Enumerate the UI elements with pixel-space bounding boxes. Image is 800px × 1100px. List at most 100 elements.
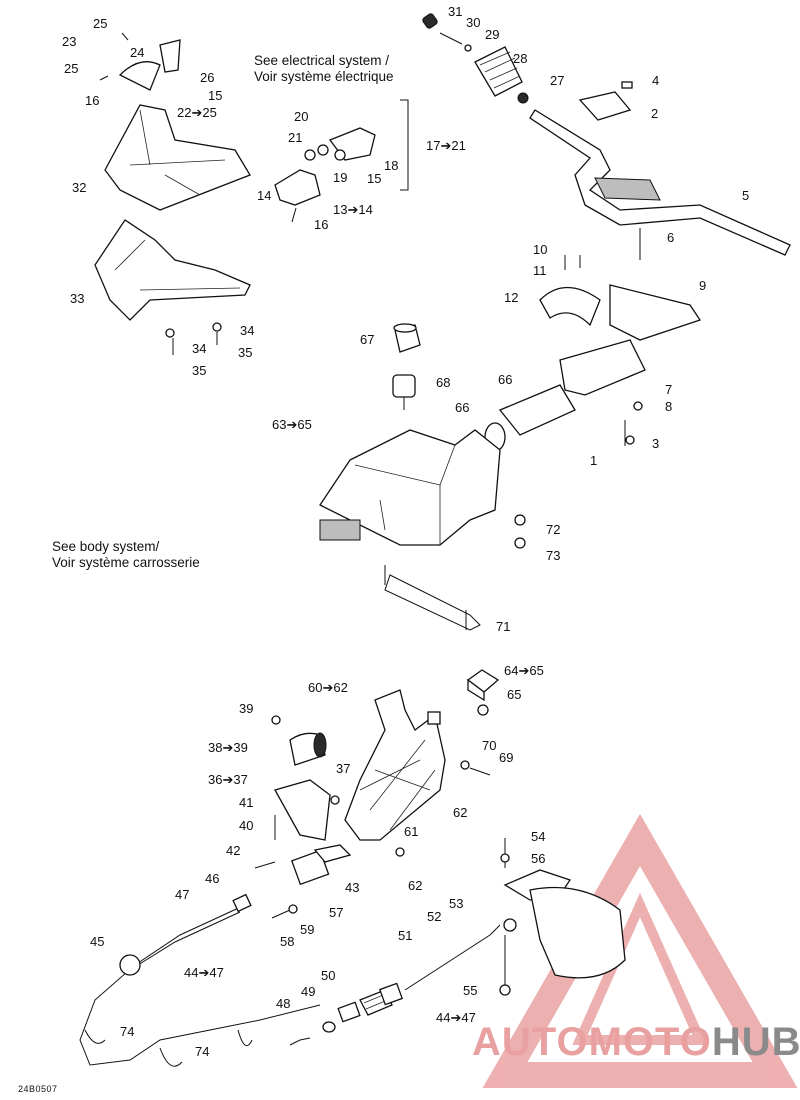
callout-56: 56 [531,851,546,866]
handlebar-assembly [422,13,791,256]
callout-64-65: 64➔65 [504,663,544,678]
callout-9: 9 [699,278,707,293]
callout-29: 29 [485,27,500,42]
callout-12: 12 [504,290,519,305]
callout-26: 26 [200,70,215,85]
callout-34a: 34 [240,323,255,338]
callout-67: 67 [360,332,375,347]
steering-cable [79,893,501,1067]
handlebar-cover-upper [99,32,251,211]
square-nut [466,669,500,716]
callout-62a: 62 [453,805,468,820]
callout-55: 55 [463,983,478,998]
callout-18: 18 [384,158,399,173]
callout-22-25: 22➔25 [177,105,217,120]
callout-10: 10 [533,242,548,257]
callout-19: 19 [333,170,348,185]
callout-68: 68 [436,375,451,390]
callout-8: 8 [665,399,673,414]
callout-30: 30 [466,15,481,30]
callout-15a: 15 [208,88,223,103]
callout-50: 50 [321,968,336,983]
callout-41: 41 [239,795,254,810]
callout-2: 2 [651,106,659,121]
watermark-text: AUTOMOTOHUB [472,1020,800,1065]
callout-63-65: 63➔65 [272,417,312,432]
steering-bracket [344,689,491,857]
electrical-system-note: See electrical system / Voir système éle… [254,53,394,84]
callout-5: 5 [742,188,750,203]
callout-4: 4 [652,73,660,88]
callout-7: 7 [665,382,673,397]
callout-51: 51 [398,928,413,943]
callout-13-14: 13➔14 [333,202,373,217]
callout-1: 1 [590,453,598,468]
watermark-part-1: AUTOMOTO [472,1020,712,1064]
callout-58: 58 [280,934,295,949]
callout-35a: 35 [238,345,253,360]
callout-21: 21 [288,130,303,145]
callout-24: 24 [130,45,145,60]
callout-59: 59 [300,922,315,937]
callout-54: 54 [531,829,546,844]
watermark-part-2: HUB [711,1020,800,1064]
body-note-line-2: Voir système carrosserie [52,554,200,570]
callout-66a: 66 [498,372,513,387]
cable-clamp [254,715,352,919]
callout-42: 42 [226,843,241,858]
switch-housing [274,127,376,223]
callout-62b: 62 [408,878,423,893]
bushing-parts [392,323,421,410]
callout-46: 46 [205,871,220,886]
callout-70: 70 [482,738,497,753]
callout-36-37: 36➔37 [208,772,248,787]
callout-71: 71 [496,619,511,634]
callout-28: 28 [513,51,528,66]
callout-17-21: 17➔21 [426,138,466,153]
callout-45: 45 [90,934,105,949]
callout-38-39: 38➔39 [208,740,248,755]
callout-31: 31 [448,4,463,19]
callout-32: 32 [72,180,87,195]
body-system-note: See body system/ Voir système carrosseri… [52,539,200,570]
callout-44-47b: 44➔47 [436,1010,476,1025]
callout-3: 3 [652,436,660,451]
callout-11: 11 [533,263,547,278]
callout-53: 53 [449,896,464,911]
callout-61: 61 [404,824,419,839]
callout-16b: 16 [314,217,329,232]
callout-69: 69 [499,750,514,765]
callout-60-62: 60➔62 [308,680,348,695]
body-note-line-1: See body system/ [52,539,160,554]
steering-support [319,429,526,631]
callout-44-47a: 44➔47 [184,965,224,980]
callout-37: 37 [336,761,351,776]
callout-20: 20 [294,109,309,124]
nozzle-lever [499,838,626,996]
callout-48: 48 [276,996,291,1011]
callout-74a: 74 [120,1024,135,1039]
callout-43: 43 [345,880,360,895]
callout-49: 49 [301,984,316,999]
callout-40: 40 [239,818,254,833]
callout-35b: 35 [192,363,207,378]
callout-72: 72 [546,522,561,537]
callout-47: 47 [175,887,190,902]
handlebar-cover-lower [94,219,251,355]
callout-25a: 25 [93,16,108,31]
callout-27: 27 [550,73,565,88]
callout-6: 6 [667,230,675,245]
callout-39: 39 [239,701,254,716]
callout-25b: 25 [64,61,79,76]
electrical-note-line-1: See electrical system / [254,53,390,68]
callout-57: 57 [329,905,344,920]
steering-stem [484,228,702,452]
callout-15b: 15 [367,171,382,186]
callout-23: 23 [62,34,77,49]
callout-65: 65 [507,687,522,702]
callout-74b: 74 [195,1044,210,1059]
callout-73: 73 [546,548,561,563]
drawing-code: 24B0507 [18,1084,58,1094]
callout-52: 52 [427,909,442,924]
